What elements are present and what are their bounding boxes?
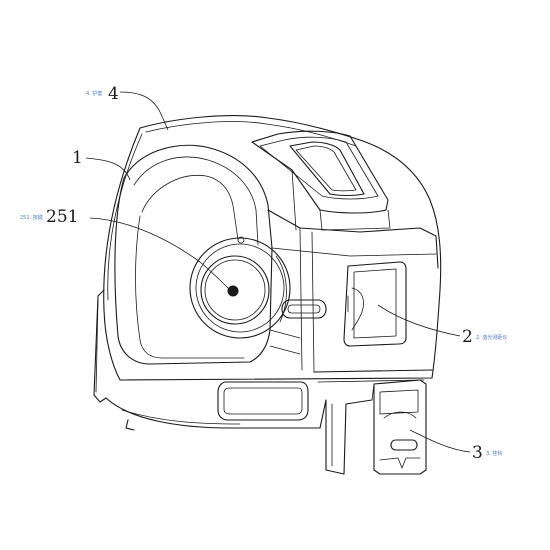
front-case: [267, 209, 439, 383]
reference-labels: 4 4. 护套 1 251 251. 按键 2 2. 激光测距仪 3 3. 挂钩: [20, 84, 507, 463]
leader-lines: [85, 91, 471, 453]
label-number: 3: [472, 443, 483, 463]
hook-assembly: [371, 379, 427, 475]
laser-rangefinder: [343, 261, 407, 347]
label-number: 251: [46, 207, 78, 227]
label-tag: 4. 护套: [86, 90, 102, 97]
label-number: 4: [108, 84, 119, 104]
top-display: [251, 130, 391, 231]
label-number: 1: [72, 148, 83, 168]
leader-1: [85, 157, 131, 181]
main-body: [114, 144, 309, 421]
leader-3: [409, 429, 471, 453]
label-number: 2: [462, 327, 473, 347]
leader-251: [89, 217, 231, 291]
label-tag: 2. 激光测距仪: [476, 334, 507, 341]
key-dot-icon: [227, 285, 239, 297]
leader-4: [119, 91, 169, 131]
label-tag: 3. 挂钩: [486, 450, 502, 457]
outer-housing: [93, 115, 442, 431]
label-tag: 251. 按键: [20, 214, 43, 221]
belt-clip: [325, 399, 373, 475]
dial-assembly: [189, 236, 291, 339]
side-slot: [281, 299, 327, 319]
leader-2: [377, 304, 461, 337]
